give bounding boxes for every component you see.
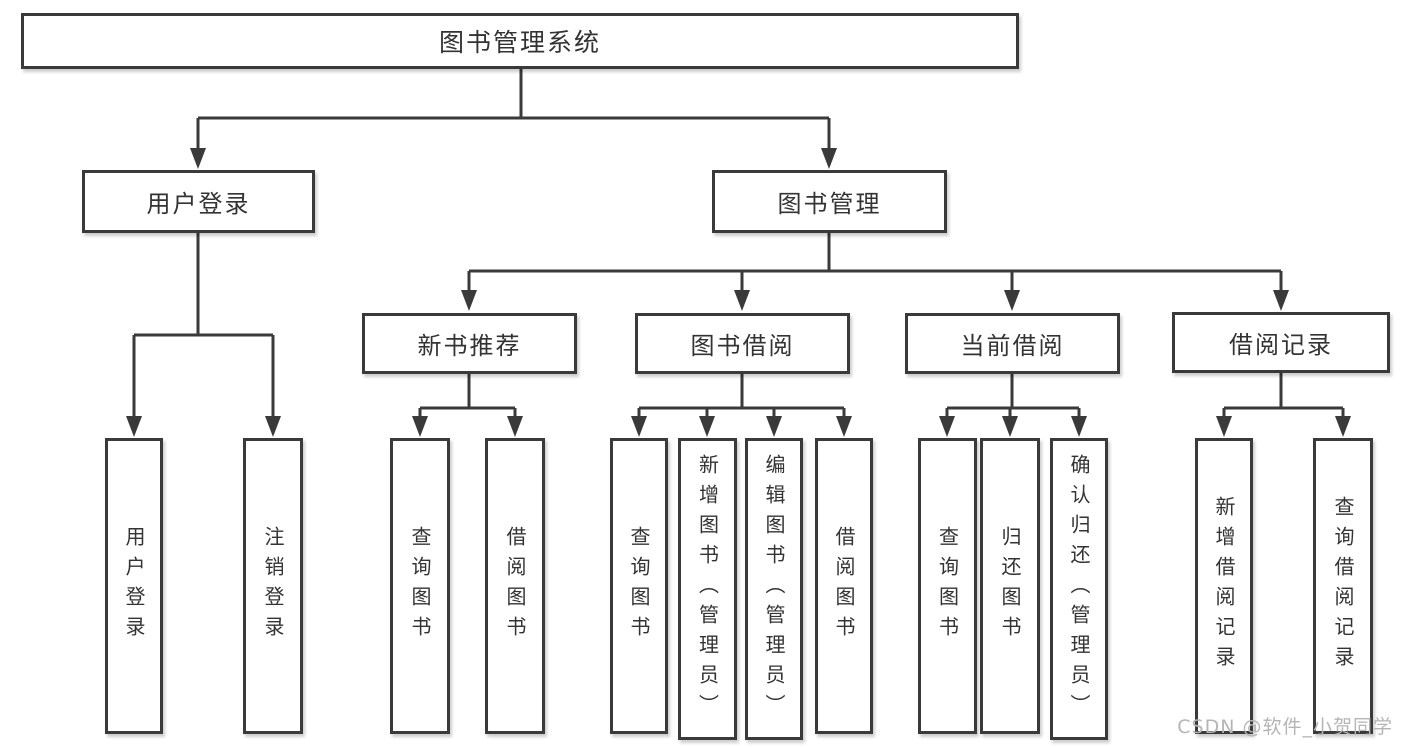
node-label: 借阅图书 (832, 526, 856, 646)
leaf-query-book-borrow: 查询图书 (610, 438, 668, 734)
node-label: 新书推荐 (417, 332, 522, 360)
node-label: 图书管理系统 (438, 28, 601, 57)
node-label: 图书管理 (777, 190, 882, 218)
leaf-return-book: 归还图书 (980, 438, 1040, 734)
node-book-management: 图书管理 (712, 170, 947, 233)
leaf-query-book-current: 查询图书 (918, 438, 977, 734)
node-book-borrowing: 图书借阅 (635, 313, 850, 374)
leaf-confirm-return-admin: 确认归还（管理员） (1050, 438, 1108, 740)
node-label: 新增借阅记录 (1212, 496, 1236, 676)
leaf-query-borrow-record: 查询借阅记录 (1313, 438, 1373, 734)
node-label: 归还图书 (998, 526, 1022, 646)
node-label: 查询图书 (935, 526, 960, 646)
node-label: 用户登录 (146, 190, 251, 218)
node-label: 查询图书 (408, 526, 432, 646)
leaf-edit-book-admin: 编辑图书（管理员） (745, 438, 803, 740)
node-label: 图书借阅 (690, 332, 795, 360)
node-label: 当前借阅 (960, 332, 1065, 360)
node-label: 编辑图书（管理员） (762, 454, 786, 724)
node-label: 新增图书（管理员） (695, 454, 720, 724)
leaf-add-borrow-record: 新增借阅记录 (1195, 438, 1253, 734)
node-label: 用户登录 (122, 526, 146, 646)
node-label: 查询借阅记录 (1331, 496, 1355, 676)
node-label: 确认归还（管理员） (1067, 454, 1091, 724)
arrowheads (126, 148, 1351, 437)
node-label: 查询图书 (627, 526, 651, 646)
leaf-borrow-book: 借阅图书 (815, 438, 873, 734)
leaf-query-book-recommend: 查询图书 (390, 438, 450, 734)
node-current-borrowing: 当前借阅 (905, 313, 1120, 374)
node-new-book-recommend: 新书推荐 (362, 313, 577, 374)
node-user-login: 用户登录 (82, 170, 315, 233)
watermark-text: CSDN @软件_小贺同学 (1177, 716, 1393, 738)
node-borrow-records: 借阅记录 (1172, 312, 1390, 373)
node-label: 注销登录 (261, 526, 285, 646)
leaf-user-login: 用户登录 (105, 438, 163, 734)
node-label: 借阅图书 (503, 526, 527, 646)
leaf-borrow-book-recommend: 借阅图书 (485, 438, 545, 734)
leaf-add-book-admin: 新增图书（管理员） (678, 438, 737, 740)
node-label: 借阅记录 (1229, 331, 1333, 359)
leaf-logout: 注销登录 (243, 438, 303, 734)
node-library-management-system: 图书管理系统 (21, 13, 1019, 69)
